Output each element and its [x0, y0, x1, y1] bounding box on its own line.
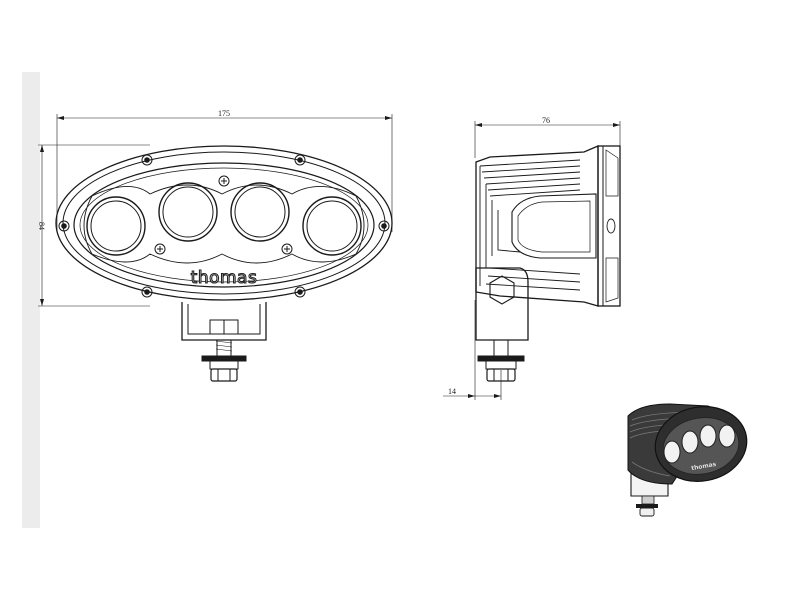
- housing-screws: [58, 154, 390, 298]
- lens-1: [86, 196, 146, 256]
- screw-icon: [141, 154, 153, 166]
- front-logo: thomas: [191, 268, 258, 288]
- lens-frame-outline: [73, 162, 375, 288]
- depth-dimension: 76: [474, 116, 621, 158]
- reflector-band: [83, 184, 365, 264]
- side-view: 76 14: [443, 116, 621, 400]
- screw-icon: [294, 154, 306, 166]
- side-emblem: [511, 193, 597, 259]
- screw-icon: [294, 286, 306, 298]
- offset-dimension: 14: [443, 300, 502, 400]
- side-bracket: [475, 267, 529, 341]
- lens-2: [158, 182, 218, 242]
- sheet-margin-strip: [22, 72, 40, 528]
- iso-logo: thomas: [691, 461, 717, 472]
- cooling-fins: [479, 159, 581, 291]
- mounting-bolt: [201, 339, 247, 382]
- inner-screws: [154, 175, 293, 255]
- lens-3: [230, 182, 290, 242]
- housing-outer-outline: [55, 145, 393, 301]
- lens-frame-inner-outline: [79, 167, 369, 283]
- hex-nut-icon: [489, 275, 515, 305]
- lens-4: [302, 196, 362, 256]
- offset-dimension-label: 14: [448, 387, 456, 396]
- height-dimension-label: 84: [37, 222, 46, 230]
- width-dimension: 175: [56, 109, 393, 232]
- screw-icon: [378, 220, 390, 232]
- side-mounting-bolt: [477, 339, 525, 382]
- mounting-bracket: [181, 302, 267, 341]
- iso-bolt: [639, 507, 655, 517]
- depth-dimension-label: 76: [542, 116, 550, 125]
- front-bezel: [597, 145, 621, 307]
- screw-icon: [141, 286, 153, 298]
- housing-rim-outline: [62, 151, 386, 295]
- iso-lenses: [663, 424, 736, 464]
- width-dimension-label: 175: [218, 109, 230, 118]
- height-dimension: 84: [37, 144, 150, 307]
- screw-icon: [58, 220, 70, 232]
- isometric-view: thomas: [627, 403, 748, 517]
- bezel-screw-icon: [606, 218, 616, 234]
- lens-group: [86, 182, 362, 256]
- front-view: 175 84: [37, 109, 393, 382]
